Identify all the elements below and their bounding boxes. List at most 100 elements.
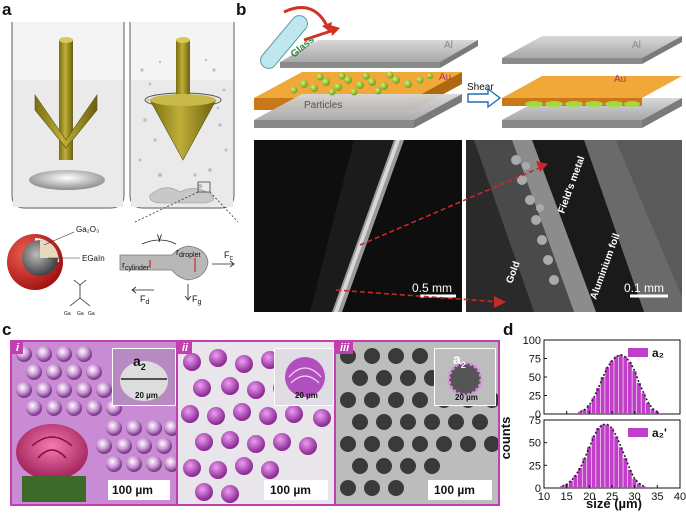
micrograph-i: i a2 20 µm 100 µm	[10, 340, 180, 506]
panel-a-schematic: Ga₂O₃ EGaIn Ga Ga Ga γ rcylinder rdrople…	[7, 22, 239, 317]
x-tick-label: 10	[538, 491, 550, 503]
au-label-right: Au	[614, 74, 626, 85]
histogram-bar	[632, 371, 637, 414]
histogram-bar	[582, 409, 587, 414]
particles-cluster	[290, 71, 433, 96]
histogram-bar	[641, 393, 646, 414]
histogram-bar	[582, 458, 587, 488]
y-tick-label: 75	[529, 415, 541, 427]
r-droplet-label: r	[176, 247, 179, 257]
droplet-pinch-diagram	[119, 239, 235, 301]
histogram-bar	[636, 483, 641, 488]
inset-iii-a2-label: a	[453, 351, 461, 367]
histogram-bar	[596, 428, 601, 488]
svg-text:rdroplet: rdroplet	[176, 247, 200, 259]
legend-label: a₂	[652, 346, 664, 360]
panel-label-b: b	[236, 0, 247, 19]
inset-i-scale: 20 µm	[135, 391, 158, 400]
fg-label: F	[192, 294, 198, 304]
histogram-bar	[609, 360, 614, 414]
histogram-bar	[623, 458, 628, 488]
scale-box-i	[108, 480, 170, 500]
histogram-bar	[605, 424, 610, 488]
histogram-bar	[573, 475, 578, 488]
inset-iii-scale: 20 µm	[455, 393, 478, 402]
x-tick-label: 25	[606, 491, 618, 503]
scale-label-ii: 100 µm	[270, 483, 311, 497]
zoom-arrows	[335, 165, 545, 303]
x-tick-label: 35	[651, 491, 663, 503]
histogram-bar	[578, 468, 582, 488]
sub-label-ii: ii	[178, 342, 193, 354]
y-tick-label: 0	[535, 409, 541, 421]
y-tick-label: 50	[529, 438, 541, 450]
panel-label-a: a	[2, 0, 12, 19]
shear-arrow-icon	[467, 87, 502, 109]
histogram-bar	[609, 428, 614, 488]
ga-atom-label-2: Ga	[77, 311, 84, 317]
inset-ii: 20 µm	[274, 348, 334, 406]
inset-i-a2-sub: 2	[140, 361, 146, 372]
histogram-bar	[591, 436, 596, 488]
r-cylinder-label: r	[122, 260, 125, 270]
histogram-bar	[618, 447, 623, 488]
inset-iii: a2 20 µm	[434, 348, 496, 406]
inset-iii-a2-sub: 2	[460, 359, 466, 370]
histogram-bar	[559, 486, 564, 488]
r-droplet-sub: droplet	[179, 252, 200, 259]
inset-ii-scale: 20 µm	[295, 391, 318, 400]
egain-label: EGaIn	[82, 254, 105, 263]
svg-text:Fc: Fc	[224, 250, 234, 262]
y-tick-label: 50	[529, 372, 541, 384]
svg-text:rcylinder: rcylinder	[122, 260, 150, 272]
x-tick-label: 30	[629, 491, 641, 503]
histogram-bar	[646, 402, 650, 414]
x-axis-label: size (µm)	[586, 496, 642, 511]
sub-label-iii: iii	[336, 342, 354, 354]
fd-label: F	[140, 294, 146, 304]
stirrer-blade-left	[34, 94, 98, 149]
scale-label-right: 0.1 mm	[624, 281, 664, 295]
beaker-right	[129, 22, 235, 209]
histogram-bar	[614, 356, 619, 414]
ga-atom-label-3: Ga	[88, 311, 95, 317]
fg-sub: g	[198, 299, 202, 306]
svg-text:Ga₂O₃: Ga₂O₃	[76, 225, 99, 234]
panel-label-d: d	[503, 320, 514, 339]
rose-image	[16, 424, 88, 502]
histogram-bar	[591, 397, 596, 414]
histogram-bar	[618, 354, 623, 414]
histogram-bar	[587, 405, 591, 414]
histogram-bar	[623, 357, 628, 414]
al-label-right: Al	[632, 40, 641, 51]
al-label-left: Al	[444, 40, 453, 51]
histogram-bar	[650, 408, 655, 414]
gaussian-fit-line	[561, 423, 645, 487]
histogram-bar	[641, 486, 646, 488]
scale-box-ii	[264, 480, 328, 500]
fd-sub: d	[146, 299, 150, 306]
y-axis-label: counts	[500, 417, 513, 460]
particles-label: Particles	[304, 100, 342, 111]
scale-label-left: 0.5 mm	[412, 281, 452, 295]
y-tick-label: 75	[529, 354, 541, 366]
liquid-metal-droplet	[29, 170, 105, 190]
x-tick-label: 40	[674, 491, 686, 503]
shear-setup-before	[254, 40, 478, 128]
beaker-left	[11, 22, 125, 209]
histogram-bar	[627, 362, 632, 414]
micrograph-ii: ii 20 µm 100 µm	[176, 340, 338, 506]
r-cylinder-sub: cylinder	[125, 265, 150, 272]
svg-text:Fg: Fg	[192, 294, 202, 306]
histogram-bar	[600, 424, 605, 488]
ga2o3-label: Ga₂O₃	[76, 225, 99, 234]
histogram-bar	[636, 382, 641, 414]
glass-rod-icon	[260, 15, 308, 69]
panel-label-c: c	[2, 320, 12, 339]
core-shell-particle	[7, 234, 63, 290]
fc-sub: c	[230, 255, 234, 262]
y-tick-label: 0	[535, 483, 541, 495]
scale-box-iii	[428, 480, 492, 500]
panel-b-figure: Glass Al Au Particles Shear Al Au 0.5 mm	[254, 6, 682, 312]
